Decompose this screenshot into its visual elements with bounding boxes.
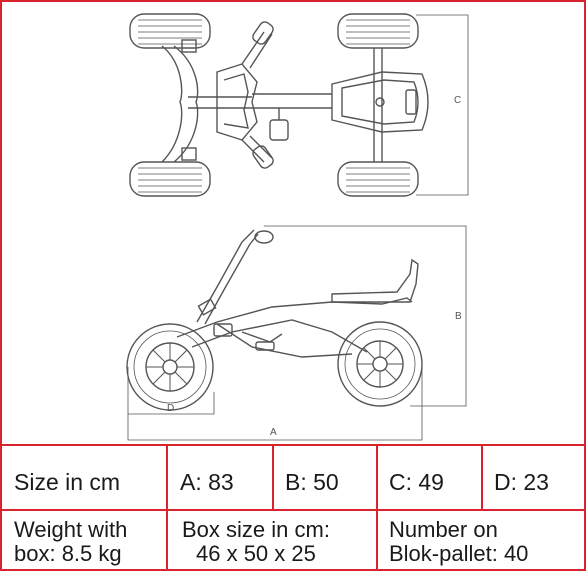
col-divider-3: [376, 444, 378, 571]
go-kart-drawing: C B D A: [126, 13, 469, 441]
weight-line-1: Weight with: [14, 517, 128, 542]
pallet-line-1: Number on: [389, 517, 498, 542]
box-size-line-1: Box size in cm:: [182, 517, 330, 542]
side-rear-wheel: [337, 321, 423, 407]
dimension-label-b: B: [455, 311, 462, 322]
front-left-wheel: [129, 13, 211, 49]
box-size-line-2: 46 x 50 x 25: [196, 541, 316, 566]
col-divider-2: [272, 444, 274, 511]
row2-divider-1: [166, 509, 168, 571]
front-right-wheel: [129, 161, 211, 197]
side-view: [126, 225, 467, 441]
size-label: Size in cm: [14, 469, 121, 495]
dimension-c-value: C: 49: [389, 469, 444, 495]
side-front-wheel: [126, 323, 214, 411]
table-top-border: [0, 444, 586, 446]
weight-line-2: box: 8.5 kg: [14, 541, 122, 566]
pallet-line-2: Blok-pallet: 40: [389, 541, 529, 566]
top-view: [129, 13, 469, 197]
dimension-d-value: D: 23: [494, 469, 549, 495]
dimension-a-value: A: 83: [180, 469, 234, 495]
dimension-label-a: A: [270, 427, 277, 438]
dimension-label-d: D: [167, 403, 174, 414]
rear-left-wheel: [337, 13, 419, 49]
rear-right-wheel: [337, 161, 419, 197]
dimension-b-value: B: 50: [285, 469, 339, 495]
table-row-divider: [0, 509, 586, 511]
col-divider-1: [166, 444, 168, 511]
dimension-label-c: C: [454, 95, 461, 106]
col-divider-4: [481, 444, 483, 511]
